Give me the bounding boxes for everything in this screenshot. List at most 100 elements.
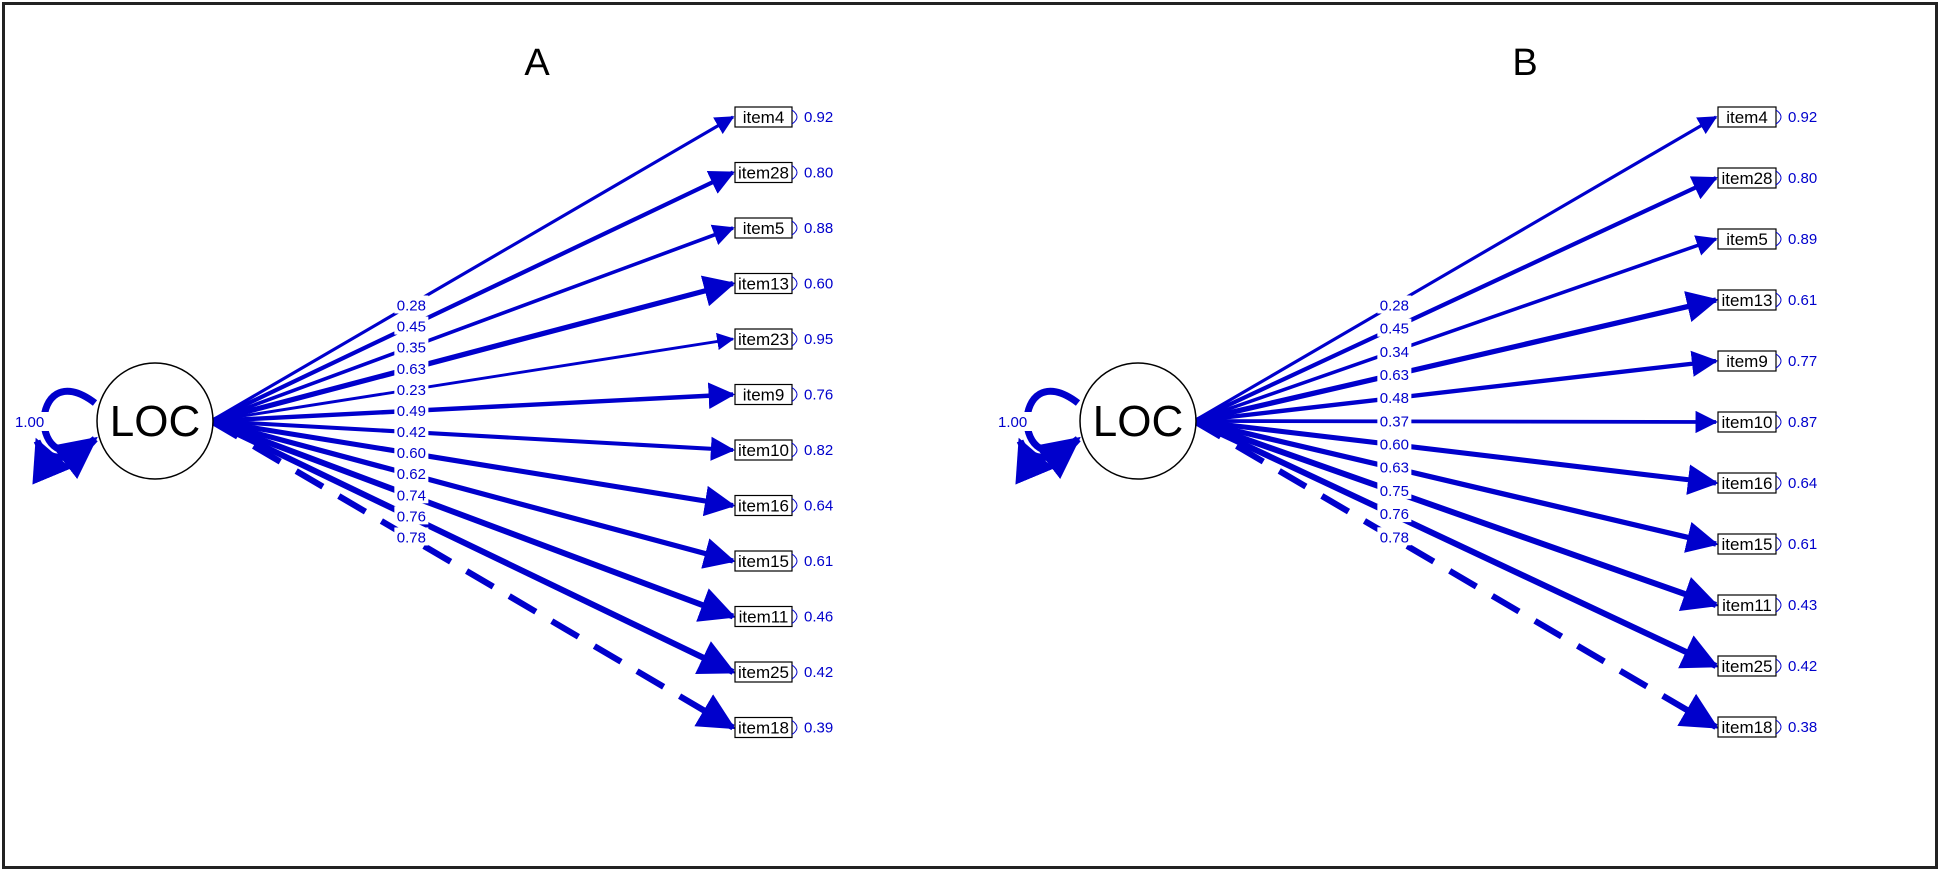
item-box-item10 (734, 439, 793, 461)
item-label: item11 (739, 608, 789, 627)
residual-arc (1775, 658, 1782, 674)
item-box-item28 (734, 161, 793, 184)
residual-label: 0.87 (1788, 414, 1817, 431)
loading-label: 0.28 (397, 297, 426, 314)
loading-arrow-item28 (210, 170, 735, 423)
variance-loop-return (32, 436, 98, 485)
item-label: item28 (738, 164, 789, 183)
loading-label-bg (1377, 388, 1412, 407)
loading-label: 0.49 (397, 403, 426, 420)
loading-arrow-item4 (210, 115, 735, 423)
item-box-item9 (734, 383, 793, 406)
loading-arrow-item11 (209, 418, 736, 622)
residual-arc (791, 165, 798, 180)
loading-arrow-item4 (1193, 115, 1718, 423)
loading-label: 0.76 (1380, 506, 1409, 523)
item-box-item15 (1717, 533, 1777, 555)
residual-arc (791, 609, 798, 624)
loading-label: 0.62 (397, 466, 426, 483)
loading-label: 0.37 (1380, 413, 1409, 430)
loading-label-bg (394, 358, 429, 377)
loading-label-bg (1377, 504, 1412, 523)
item-label: item4 (1726, 108, 1768, 127)
item-label: item16 (738, 497, 789, 516)
item-label: item16 (1721, 474, 1772, 493)
item-label: item5 (1726, 230, 1768, 249)
item-box-item9 (1717, 350, 1777, 372)
loading-arrow-item23 (210, 332, 735, 423)
loading-label: 0.28 (1380, 297, 1409, 314)
loading-label-bg (1377, 457, 1412, 476)
item-label: item10 (1721, 413, 1772, 432)
latent-variance-label: 1.00 (15, 414, 44, 431)
item-label: item9 (1726, 352, 1768, 371)
residual-label: 0.43 (1788, 597, 1817, 614)
variance-loop-return (1015, 436, 1081, 485)
loading-arrow-item15 (1193, 418, 1719, 553)
loading-arrow-item25 (209, 418, 736, 675)
residual-arc (1775, 231, 1782, 247)
loading-label: 0.63 (397, 361, 426, 378)
item-label: item13 (1721, 291, 1772, 310)
residual-arc (1775, 170, 1782, 186)
loading-label-bg (394, 422, 429, 441)
latent-label: LOC (110, 397, 200, 446)
loading-arrow-item10 (210, 418, 736, 461)
loading-label: 0.63 (1380, 460, 1409, 477)
residual-arc (791, 331, 798, 347)
residual-arc (1775, 353, 1782, 369)
item-label: item28 (1721, 169, 1772, 188)
loading-arrow-item5 (210, 224, 735, 423)
item-label: item4 (743, 108, 785, 127)
residual-label: 0.42 (1788, 658, 1817, 675)
residual-label: 0.39 (804, 720, 833, 737)
residual-arc (1775, 292, 1782, 308)
residual-label: 0.82 (804, 442, 833, 459)
latent-variance-label-bg (996, 412, 1032, 431)
residual-label: 0.80 (804, 165, 833, 182)
residual-arc (1775, 597, 1782, 613)
loading-arrow-item11 (1193, 418, 1719, 612)
residual-label: 0.61 (1788, 536, 1817, 553)
residual-arc (791, 498, 798, 513)
loading-label: 0.45 (1380, 321, 1409, 338)
residual-arc (791, 442, 798, 458)
loading-label: 0.78 (397, 529, 426, 546)
loading-label-bg (1377, 480, 1412, 499)
loading-label-bg (1377, 318, 1412, 337)
loading-label: 0.34 (1380, 344, 1409, 361)
residual-label: 0.61 (1788, 292, 1817, 309)
residual-label: 0.95 (804, 331, 833, 348)
item-box-item25 (734, 661, 793, 683)
residual-label: 0.61 (804, 553, 833, 570)
loading-arrow-item28 (1193, 176, 1718, 423)
loading-arrow-item9 (1193, 350, 1719, 424)
residual-label: 0.92 (804, 109, 833, 126)
loading-label: 0.48 (1380, 390, 1409, 407)
variance-loop (1023, 387, 1081, 480)
item-box-item4 (734, 106, 793, 128)
latent-node (1079, 362, 1197, 480)
residual-arc (791, 664, 798, 680)
latent-variance-label: 1.00 (998, 414, 1027, 431)
item-box-item23 (734, 328, 793, 350)
loading-label: 0.45 (397, 319, 426, 336)
item-box-item13 (1717, 289, 1777, 311)
loading-label-bg (1377, 295, 1412, 314)
loading-label-bg (394, 527, 429, 546)
residual-arc (791, 220, 798, 236)
loading-label-bg (1377, 527, 1412, 546)
residual-label: 0.46 (804, 609, 833, 626)
loading-arrow-item10 (1193, 410, 1718, 434)
item-label: item9 (743, 386, 785, 405)
residual-arc (1775, 536, 1782, 552)
residual-arc (1775, 109, 1782, 125)
loading-label: 0.35 (397, 340, 426, 357)
residual-arc (791, 109, 798, 125)
loading-arrow-item9 (210, 382, 736, 424)
loading-label-bg (394, 400, 429, 419)
residual-label: 0.77 (1788, 353, 1817, 370)
residual-label: 0.64 (804, 498, 833, 515)
loading-label: 0.60 (397, 445, 426, 462)
